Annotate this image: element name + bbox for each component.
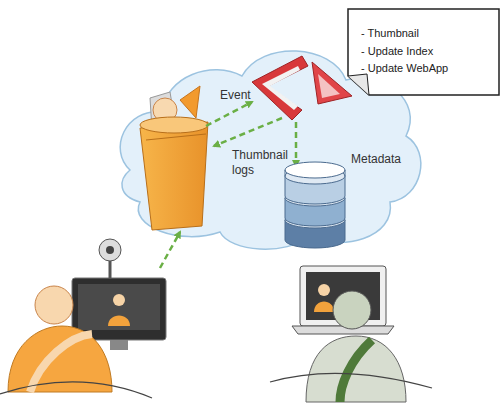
- storage-bucket: [140, 86, 208, 230]
- flow-arrows: [160, 102, 296, 268]
- function-icon: [252, 56, 352, 120]
- right-user: [270, 266, 432, 402]
- note-item: - Update Index: [361, 44, 493, 58]
- flow-label: Thumbnail logs: [232, 148, 294, 178]
- database-node: Metadata: [283, 150, 413, 250]
- left-user: [0, 239, 166, 398]
- note-item: - Update WebApp: [361, 61, 493, 75]
- node-label: Metadata: [351, 152, 411, 166]
- flow-label: Event: [220, 88, 270, 103]
- note-item: - Thumbnail: [361, 26, 493, 40]
- note-box: - Thumbnail - Update Index - Update WebApp: [347, 8, 500, 96]
